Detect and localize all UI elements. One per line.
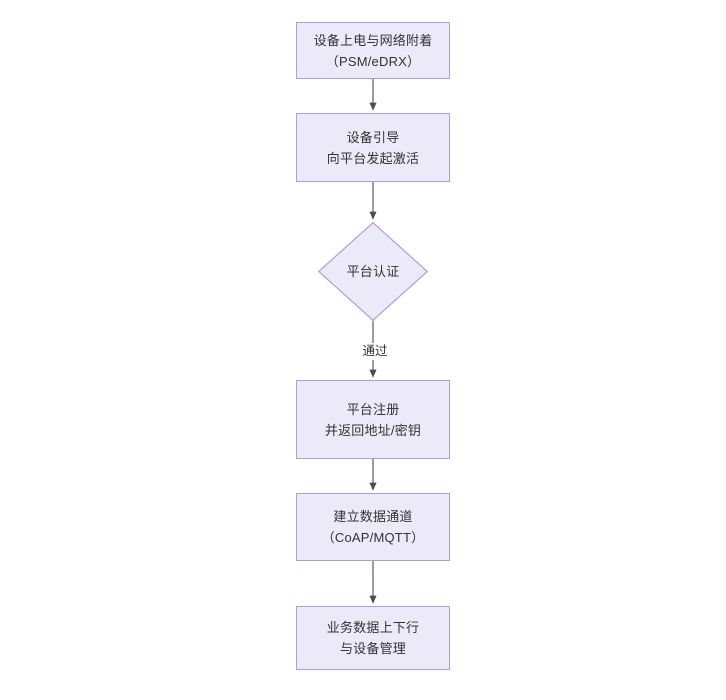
node-service-data-line-1: 业务数据上下行 <box>326 620 420 635</box>
node-power-on[interactable]: 设备上电与网络附着 （PSM/eDRX） <box>296 22 450 79</box>
node-bootstrap-line-1: 设备引导 <box>346 129 400 145</box>
node-service-data-line-2: 与设备管理 <box>339 641 406 656</box>
node-bootstrap[interactable]: 设备引导 向平台发起激活 <box>296 113 450 182</box>
node-platform-auth[interactable]: 平台认证 <box>318 222 428 321</box>
node-data-channel-line-2: （CoAP/MQTT） <box>321 530 425 545</box>
edge-label-pass: 通过 <box>355 343 395 360</box>
diamond-shape-icon <box>318 222 428 321</box>
node-power-on-line-1: 设备上电与网络附着 <box>313 32 433 48</box>
node-platform-auth-label: 平台认证 <box>346 264 400 279</box>
node-data-channel[interactable]: 建立数据通道 （CoAP/MQTT） <box>296 493 450 561</box>
node-service-data[interactable]: 业务数据上下行 与设备管理 <box>296 606 450 670</box>
node-platform-register-line-2: 并返回地址/密钥 <box>324 422 422 438</box>
node-platform-register-line-1: 平台注册 <box>346 401 400 417</box>
node-bootstrap-line-2: 向平台发起激活 <box>326 150 420 166</box>
node-platform-register[interactable]: 平台注册 并返回地址/密钥 <box>296 380 450 459</box>
node-data-channel-line-1: 建立数据通道 <box>333 509 413 524</box>
node-power-on-line-2: （PSM/eDRX） <box>325 53 421 69</box>
